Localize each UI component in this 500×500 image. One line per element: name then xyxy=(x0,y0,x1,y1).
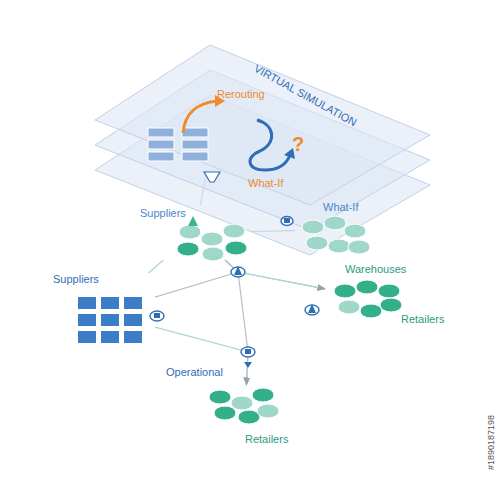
supplier-block xyxy=(101,314,119,326)
rerouting-node: Rerouting xyxy=(145,85,285,170)
cluster-circle xyxy=(252,388,274,402)
image-id: #1890187198 xyxy=(487,415,497,470)
node-label: Rerouting xyxy=(217,88,265,100)
hub-ring xyxy=(305,305,319,315)
cluster-circle xyxy=(302,220,324,234)
cluster-circle xyxy=(344,224,366,238)
cluster-circle xyxy=(214,406,236,420)
node-label: Retailers xyxy=(401,313,444,325)
network-block xyxy=(148,140,174,149)
hub-icon xyxy=(241,347,255,368)
hub-glyph xyxy=(188,216,198,226)
cycle-arrow xyxy=(250,120,290,170)
cluster-circle xyxy=(209,390,231,404)
hub-glyph xyxy=(234,266,242,275)
cluster-circle xyxy=(225,241,247,255)
hub-pointer xyxy=(244,362,252,368)
cluster-circle xyxy=(201,232,223,246)
circles-node: Retailers xyxy=(205,385,285,447)
cycle-node: What-If xyxy=(235,115,325,195)
network-block xyxy=(182,140,208,149)
simulation-funnel xyxy=(204,172,220,182)
hub-glyph xyxy=(245,349,251,354)
supplier-block xyxy=(78,314,96,326)
circles-node: WarehousesRetailers xyxy=(325,263,445,338)
hub-glyph xyxy=(284,218,290,223)
node-label: Retailers xyxy=(245,433,288,445)
node-label: What-If xyxy=(323,201,358,213)
flow-connector xyxy=(225,260,248,385)
hub-glyph xyxy=(154,313,160,318)
network-block xyxy=(148,128,174,137)
cluster-circle xyxy=(179,225,201,239)
node-label: What-If xyxy=(248,177,283,189)
supplier-block xyxy=(124,314,142,326)
cluster-circle xyxy=(177,242,199,256)
cluster-circle xyxy=(338,300,360,314)
supplier-block xyxy=(78,331,96,343)
network-block xyxy=(182,128,208,137)
simulation-plane xyxy=(95,45,430,205)
cluster-circle xyxy=(257,404,279,418)
cluster-circle xyxy=(306,236,328,250)
cluster-circle xyxy=(324,216,346,230)
cluster-circle xyxy=(360,304,382,318)
hub-icon xyxy=(305,304,319,315)
cluster-circle xyxy=(380,298,402,312)
flow-connector xyxy=(155,327,248,385)
circles-node: What-If xyxy=(295,205,375,255)
supplier-block xyxy=(101,331,119,343)
cluster-circle xyxy=(223,224,245,238)
node-label: Warehouses xyxy=(345,263,406,275)
question-mark: ? xyxy=(292,133,304,155)
supplier-block xyxy=(101,297,119,309)
hub-icon xyxy=(188,216,198,226)
supplier-block xyxy=(124,331,142,343)
hub-ring xyxy=(281,217,293,226)
funnel-shape xyxy=(204,172,220,182)
cluster-circle xyxy=(378,284,400,298)
hub-icon xyxy=(281,217,293,226)
cluster-circle xyxy=(356,280,378,294)
cluster-circle xyxy=(328,239,350,253)
reroute-arrow xyxy=(183,101,217,133)
hub-glyph xyxy=(308,304,316,313)
cluster-circle xyxy=(202,247,224,261)
flow-connector xyxy=(148,260,163,273)
hub-icon xyxy=(231,266,245,277)
squares-node: Suppliers xyxy=(50,273,155,353)
network-block xyxy=(148,152,174,161)
circles-node: Suppliers xyxy=(140,205,250,260)
cluster-circle xyxy=(231,396,253,410)
node-label: Suppliers xyxy=(53,273,99,285)
layer-label: Operational xyxy=(166,366,223,378)
hub-ring xyxy=(231,267,245,277)
cluster-circle xyxy=(334,284,356,298)
hub-ring xyxy=(241,347,255,357)
supplier-block xyxy=(124,297,142,309)
cluster-circle xyxy=(348,240,370,254)
hub-ring xyxy=(150,311,164,321)
supplier-block xyxy=(78,297,96,309)
network-block xyxy=(182,152,208,161)
plane-node: VIRTUAL SIMULATIONReroutingWhat-If xyxy=(90,40,435,290)
hub-icon xyxy=(150,311,164,321)
node-label: Suppliers xyxy=(140,207,186,219)
